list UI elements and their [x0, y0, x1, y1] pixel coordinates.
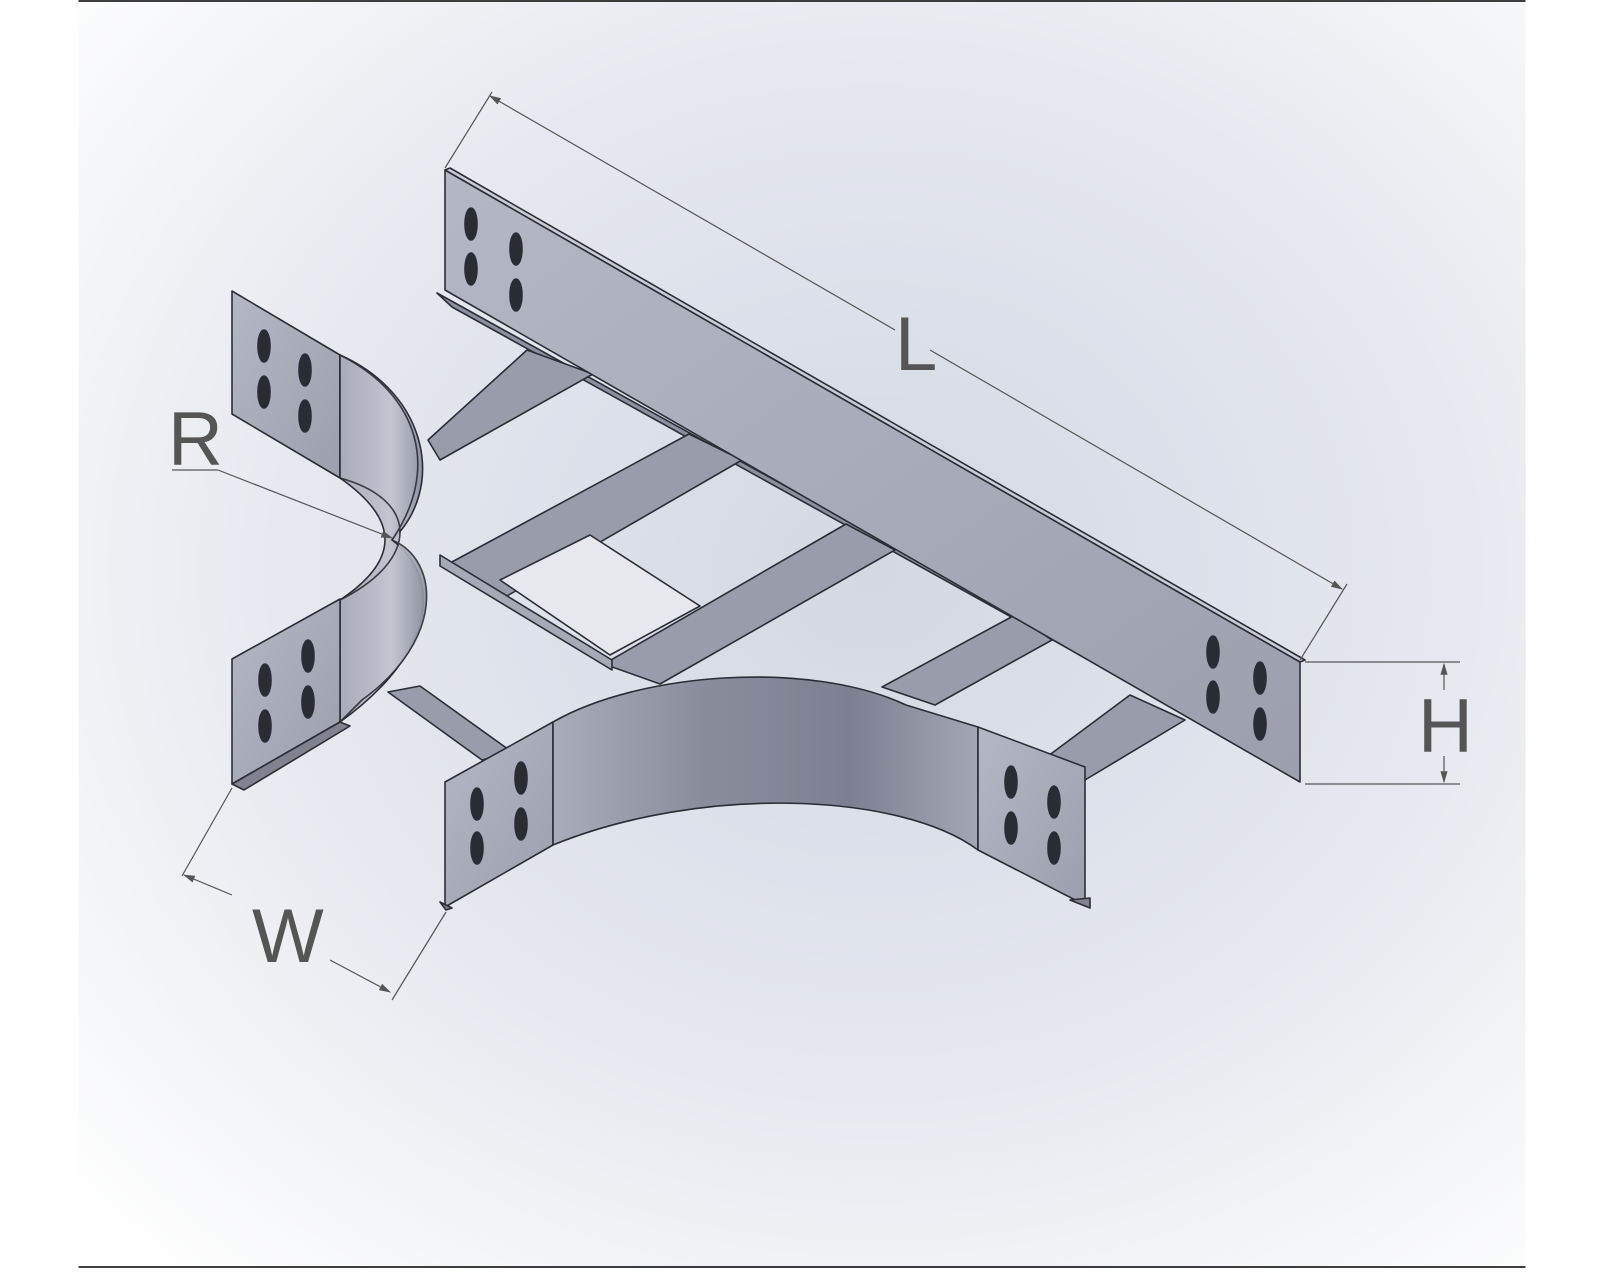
main-rail-top-lip	[444, 167, 1306, 663]
dim-R-leader	[217, 469, 394, 539]
left-branch-bottom-flange	[231, 721, 351, 791]
front-branch-bottom-flange	[439, 901, 453, 911]
dim-W-ext-left	[181, 787, 233, 877]
tee-assembly	[231, 167, 1306, 911]
main-rail-left-slots	[464, 207, 523, 312]
dim-label-width: W	[252, 894, 324, 979]
dim-W-line-a	[182, 874, 233, 896]
branch-frame-opening	[499, 534, 701, 656]
dim-L-line-b	[929, 349, 1344, 590]
dim-W-ext-right	[391, 911, 447, 1001]
dimension-lines	[172, 91, 1460, 1001]
front-branch-left-slots	[470, 761, 528, 865]
rung-1	[427, 349, 594, 461]
dim-label-length: L	[895, 302, 937, 387]
front-branch-right-flange	[1069, 897, 1091, 909]
rung-3	[603, 523, 896, 685]
dim-L-ext-end	[1299, 583, 1348, 661]
dim-L-line-a	[488, 95, 896, 331]
left-branch-rear-slots	[257, 329, 312, 433]
dim-label-radius: R	[168, 397, 223, 482]
main-rail-right-slots	[1206, 635, 1267, 741]
front-branch-right-slots	[1004, 765, 1061, 865]
branch-inner-rail	[439, 554, 613, 671]
dim-W-line-b	[329, 959, 392, 993]
dim-L-ext-start	[444, 91, 493, 169]
dim-label-height: H	[1418, 684, 1473, 769]
left-branch-front-slots	[258, 639, 315, 743]
left-branch-curve-surface	[339, 354, 428, 723]
